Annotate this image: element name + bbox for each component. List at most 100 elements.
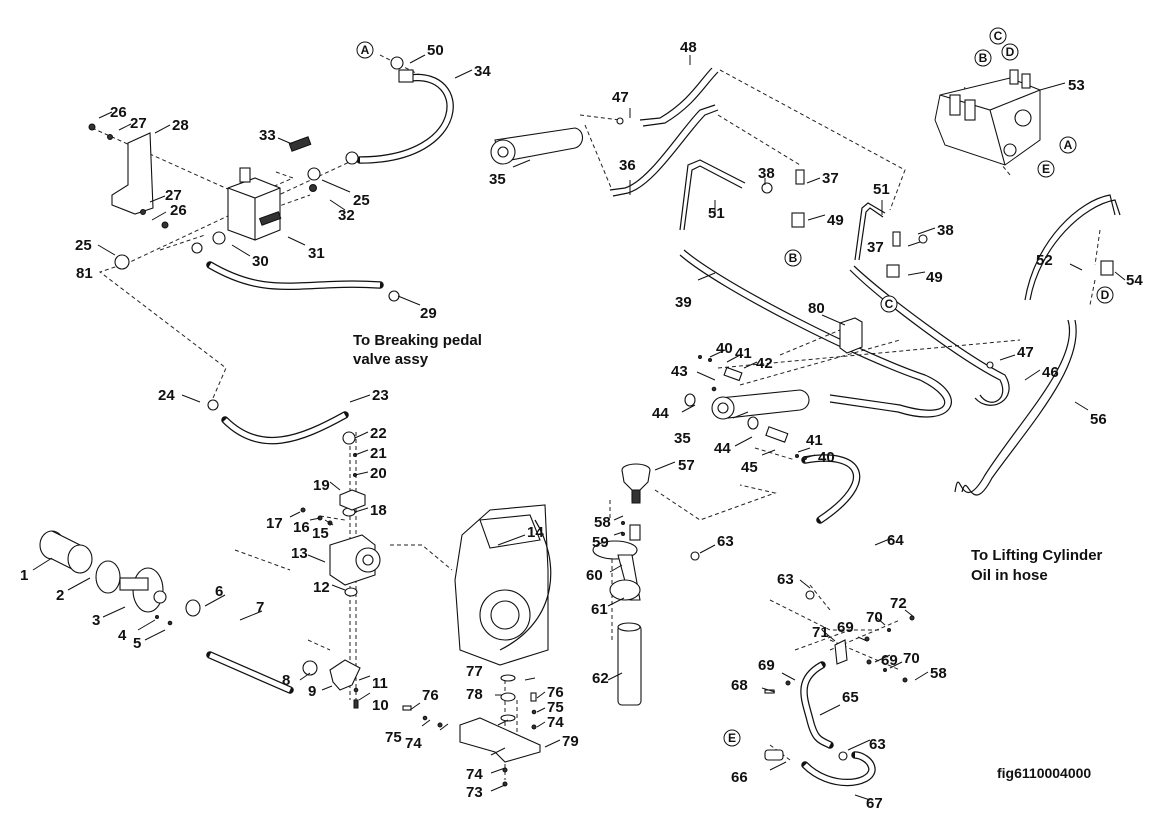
callout-22: 22 <box>370 425 387 442</box>
clamp-8 <box>302 660 318 676</box>
screw-26-upper <box>88 123 96 131</box>
callout-labels: 1 2 3 4 5 6 7 8 9 10 11 12 13 14 15 16 1… <box>20 39 1143 812</box>
callout-65: 65 <box>842 689 859 706</box>
pump-13 <box>329 534 376 586</box>
o-ring-2 <box>95 560 121 594</box>
screw-17 <box>300 507 306 513</box>
callout-37-left: 37 <box>822 170 839 187</box>
callout-29: 29 <box>420 305 437 322</box>
elbow-38-left <box>761 182 773 194</box>
adapter-25-upper <box>307 167 321 181</box>
washer-77 <box>500 674 516 682</box>
fitting-30 <box>212 231 226 245</box>
lifting-cylinder-note-line1: To Lifting Cylinder <box>971 547 1103 564</box>
adapter-50 <box>390 56 404 70</box>
callout-69-left: 69 <box>758 657 775 674</box>
callout-42: 42 <box>756 355 773 372</box>
screw-58-tank <box>621 521 625 525</box>
callout-47-upper: 47 <box>612 89 629 106</box>
callout-3: 3 <box>92 612 100 629</box>
callout-14: 14 <box>527 524 544 541</box>
filter-element-62 <box>617 624 642 706</box>
callout-63-middle: 63 <box>777 571 794 588</box>
callout-39: 39 <box>675 294 692 311</box>
washer-4 <box>155 615 159 619</box>
pin-45 <box>765 426 789 443</box>
circlip-40-upper <box>698 355 702 359</box>
svg-text:A: A <box>1064 138 1073 152</box>
callout-13: 13 <box>291 545 308 562</box>
callout-64: 64 <box>887 532 904 549</box>
connector-e-fitting: E <box>723 729 741 747</box>
svg-text:B: B <box>789 251 798 265</box>
washer-70-upper <box>887 628 891 632</box>
annotation-notes: To Breaking pedal valve assy To Lifting … <box>353 332 1103 781</box>
assembly-dash-lines <box>91 54 1101 780</box>
svg-text:E: E <box>728 731 736 745</box>
tee-37-right <box>892 231 901 247</box>
callout-11: 11 <box>372 675 388 692</box>
connector-d-valve: D <box>1001 43 1019 61</box>
cylinder-35-lower <box>719 389 810 419</box>
callout-32: 32 <box>338 207 355 224</box>
callout-38-right: 38 <box>937 222 954 239</box>
callout-80: 80 <box>808 300 825 317</box>
washer-41-upper <box>708 358 712 362</box>
callout-73: 73 <box>466 784 483 801</box>
callout-63-lower: 63 <box>869 736 886 753</box>
callout-56: 56 <box>1090 411 1107 428</box>
callout-74-lower: 74 <box>466 766 483 783</box>
callout-16: 16 <box>293 519 310 536</box>
valve-block-31 <box>227 177 281 241</box>
washer-41-lower <box>795 454 799 458</box>
washer-74-right <box>531 724 537 730</box>
clamp-63-lower <box>838 751 848 761</box>
callout-79: 79 <box>562 733 579 750</box>
callout-25-upper: 25 <box>353 192 370 209</box>
connector-e-valve: E <box>1037 160 1055 178</box>
callout-17: 17 <box>266 515 283 532</box>
callout-47-lower: 47 <box>1017 344 1034 361</box>
hoses <box>206 67 1121 787</box>
callout-59: 59 <box>592 534 609 551</box>
plug-32 <box>309 184 317 192</box>
callout-1: 1 <box>20 567 28 584</box>
callout-48: 48 <box>680 39 697 56</box>
callout-35-lower: 35 <box>674 430 691 447</box>
callout-35-upper: 35 <box>489 171 506 188</box>
parts <box>39 56 1114 787</box>
hose-29-end <box>388 290 400 302</box>
washer-77-lower <box>500 714 516 722</box>
o-ring-44-left <box>684 393 696 407</box>
callout-5: 5 <box>133 635 141 652</box>
callout-33: 33 <box>259 127 276 144</box>
screw-5 <box>167 620 173 626</box>
connector-b-valve: B <box>974 49 992 67</box>
adapter-66 <box>764 749 784 761</box>
o-ring-12 <box>344 587 358 597</box>
callout-74-right: 74 <box>547 714 564 731</box>
washer-27-upper <box>107 134 113 140</box>
callout-24: 24 <box>158 387 175 404</box>
callout-30: 30 <box>252 253 269 270</box>
callout-61: 61 <box>591 601 608 618</box>
callout-67: 67 <box>866 795 883 812</box>
callout-28: 28 <box>172 117 189 134</box>
lifting-cylinder-note-line2: Oil in hose <box>971 567 1048 584</box>
seal-61 <box>609 579 641 601</box>
callout-23: 23 <box>372 387 389 404</box>
clamp-63-middle <box>805 590 815 600</box>
callout-49-left: 49 <box>827 212 844 229</box>
hose-34-end <box>345 151 359 165</box>
callout-25-lower: 25 <box>75 237 92 254</box>
bracket-28 <box>111 132 154 215</box>
connector-markers: A A B C D E B C D E <box>356 27 1114 747</box>
cylinder-35-upper <box>494 127 584 163</box>
washer-75-left <box>422 715 428 721</box>
connector-c-fitting: C <box>880 295 898 313</box>
washer-59 <box>621 532 625 536</box>
callout-51-right: 51 <box>873 181 890 198</box>
callout-62: 62 <box>592 670 609 687</box>
callout-57: 57 <box>678 457 695 474</box>
